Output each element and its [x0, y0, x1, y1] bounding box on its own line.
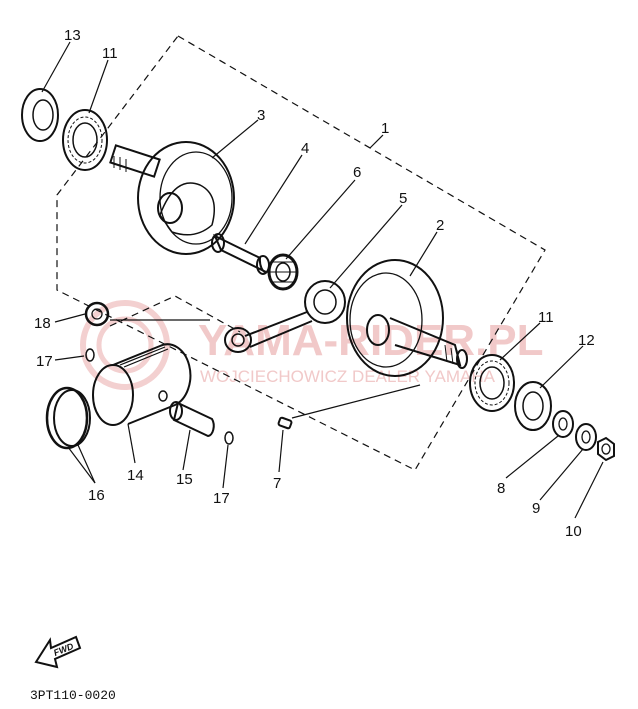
callout-8: 8: [497, 480, 505, 497]
crank-assembly-boundary: [56, 35, 546, 471]
small-end-bearing: [84, 301, 110, 327]
callout-18: 18: [34, 315, 51, 332]
callout-11-right: 11: [538, 309, 554, 326]
callout-3: 3: [257, 107, 265, 124]
callout-10: 10: [565, 523, 582, 540]
callout-17-lower: 17: [213, 490, 230, 507]
callout-14: 14: [127, 467, 144, 484]
callout-17-upper: 17: [36, 353, 53, 370]
leader-lines: [41, 41, 604, 519]
connecting-rod: [224, 280, 346, 353]
lock-washer: [575, 423, 597, 451]
woodruff-key: [277, 416, 293, 430]
callout-4: 4: [301, 140, 309, 157]
oil-seal-right: [514, 381, 552, 431]
piston: [92, 343, 192, 426]
watermark-subtitle: WOJCIECHOWICZ DEALER YAMAHA: [200, 367, 496, 386]
piston-pin-clip-upper: [85, 348, 95, 362]
bearing-right: [469, 354, 515, 412]
callout-7: 7: [273, 475, 281, 492]
callout-1: 1: [381, 120, 389, 137]
oil-seal-left: [21, 88, 59, 142]
piston-group-boundary: [109, 295, 241, 333]
callout-15: 15: [176, 471, 193, 488]
diagram-code: 3PT110-0020: [30, 688, 116, 703]
callout-16: 16: [88, 487, 105, 504]
watermark: YAMA-RIDER.PL WOJCIECHOWICZ DEALER YAMAH…: [80, 300, 544, 390]
callout-9: 9: [532, 500, 540, 517]
piston-rings: [45, 386, 91, 450]
callout-11-left: 11: [102, 45, 118, 62]
bearing-left: [62, 109, 108, 171]
callout-13: 13: [64, 27, 81, 44]
callout-6: 6: [353, 164, 361, 181]
crank-left-half: [109, 141, 235, 255]
crank-pin: [211, 233, 270, 275]
washer: [552, 410, 574, 438]
crank-right-half: [346, 259, 468, 377]
callout-2: 2: [436, 217, 444, 234]
callout-5: 5: [399, 190, 407, 207]
piston-pin: [169, 401, 215, 438]
callout-numbers: 13 11 3 4 1 6 5 2 11 12 8 9 10 7 18 17 1…: [34, 27, 595, 540]
big-end-needle-bearing: [267, 253, 299, 291]
nut: [597, 436, 615, 462]
callout-12: 12: [578, 332, 595, 349]
forward-arrow-icon: FWD: [34, 635, 82, 669]
piston-pin-clip-lower: [224, 431, 234, 445]
